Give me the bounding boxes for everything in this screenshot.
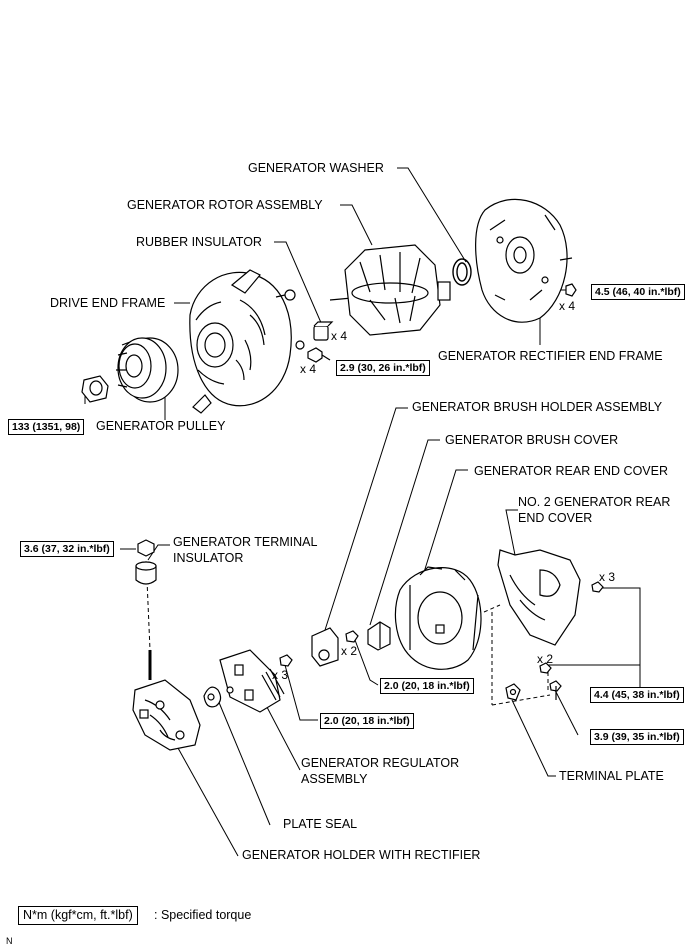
label-generator-rectifier-end-frame: GENERATOR RECTIFIER END FRAME xyxy=(438,349,663,363)
rear-fasteners xyxy=(539,581,604,700)
dashed-assembly-lines xyxy=(146,579,551,706)
label-no2-rear-end-cover-line1: NO. 2 GENERATOR REAR xyxy=(518,495,671,509)
mult-rectifier-end-frame: x 4 xyxy=(559,299,576,313)
label-generator-brush-cover: GENERATOR BRUSH COVER xyxy=(445,433,619,447)
label-terminal-insulator-line1: GENERATOR TERMINAL xyxy=(173,535,318,549)
rubber-insulator xyxy=(307,321,334,363)
generator-holder-with-rectifier xyxy=(132,650,201,751)
leader-lines-bottom xyxy=(120,407,641,857)
torque-brush-holder: 2.0 (20, 18 in.*lbf) xyxy=(380,678,474,694)
plate-seal xyxy=(203,686,222,708)
label-generator-rotor-assembly: GENERATOR ROTOR ASSEMBLY xyxy=(127,198,323,212)
label-generator-rear-end-cover: GENERATOR REAR END COVER xyxy=(474,464,669,478)
no2-generator-rear-end-cover xyxy=(497,549,581,646)
corner-code: N xyxy=(6,936,13,946)
label-terminal-plate: TERMINAL PLATE xyxy=(559,769,664,783)
generator-brush-holder-assembly xyxy=(311,627,359,667)
generator-rear-end-cover xyxy=(394,566,482,670)
generator-brush-cover xyxy=(367,621,391,651)
label-drive-end-frame: DRIVE END FRAME xyxy=(50,296,166,310)
torque-rubber-insulator-bolt: 2.9 (30, 26 in.*lbf) xyxy=(336,360,430,376)
mult-drive-end-bolt: x 4 xyxy=(300,362,317,376)
legend-torque-box: N*m (kgf*cm, ft.*lbf) xyxy=(18,906,138,925)
torque-rear-cover: 4.4 (45, 38 in.*lbf) xyxy=(590,687,684,703)
label-generator-holder-with-rectifier: GENERATOR HOLDER WITH RECTIFIER xyxy=(242,848,481,862)
drive-end-frame xyxy=(189,269,305,414)
torque-terminal-insulator-nut: 3.6 (37, 32 in.*lbf) xyxy=(20,541,114,557)
generator-pulley xyxy=(116,337,179,403)
label-generator-washer: GENERATOR WASHER xyxy=(248,161,384,175)
torque-rectifier-end-frame: 4.5 (46, 40 in.*lbf) xyxy=(591,284,685,300)
label-no2-rear-end-cover-line2: END COVER xyxy=(518,511,593,525)
generator-regulator-assembly xyxy=(219,649,293,713)
mult-rear-cover-nut: x 3 xyxy=(599,570,616,584)
label-regulator-line2: ASSEMBLY xyxy=(301,772,368,786)
torque-terminal-plate: 3.9 (39, 35 in.*lbf) xyxy=(590,729,684,745)
torque-regulator: 2.0 (20, 18 in.*lbf) xyxy=(320,713,414,729)
generator-washer xyxy=(452,258,472,286)
label-plate-seal: PLATE SEAL xyxy=(283,817,358,831)
generator-rotor-assembly xyxy=(329,244,451,336)
mult-terminal-plate-nut: x 2 xyxy=(537,652,554,666)
label-rubber-insulator: RUBBER INSULATOR xyxy=(136,235,262,249)
label-regulator-line1: GENERATOR REGULATOR xyxy=(301,756,460,770)
torque-pulley-nut: 133 (1351, 98) xyxy=(8,419,85,435)
mult-rubber-insulator: x 4 xyxy=(331,329,348,343)
generator-terminal-insulator xyxy=(135,539,157,585)
label-generator-brush-holder-assembly: GENERATOR BRUSH HOLDER ASSEMBLY xyxy=(412,400,663,414)
mult-regulator: x 3 xyxy=(272,668,289,682)
pulley-nut xyxy=(81,375,109,403)
label-terminal-insulator-line2: INSULATOR xyxy=(173,551,244,565)
terminal-plate xyxy=(505,683,521,701)
mult-brush-holder: x 2 xyxy=(341,644,358,658)
generator-rectifier-end-frame xyxy=(475,198,577,323)
legend-description: : Specified torque xyxy=(154,908,252,922)
label-generator-pulley: GENERATOR PULLEY xyxy=(96,419,226,433)
